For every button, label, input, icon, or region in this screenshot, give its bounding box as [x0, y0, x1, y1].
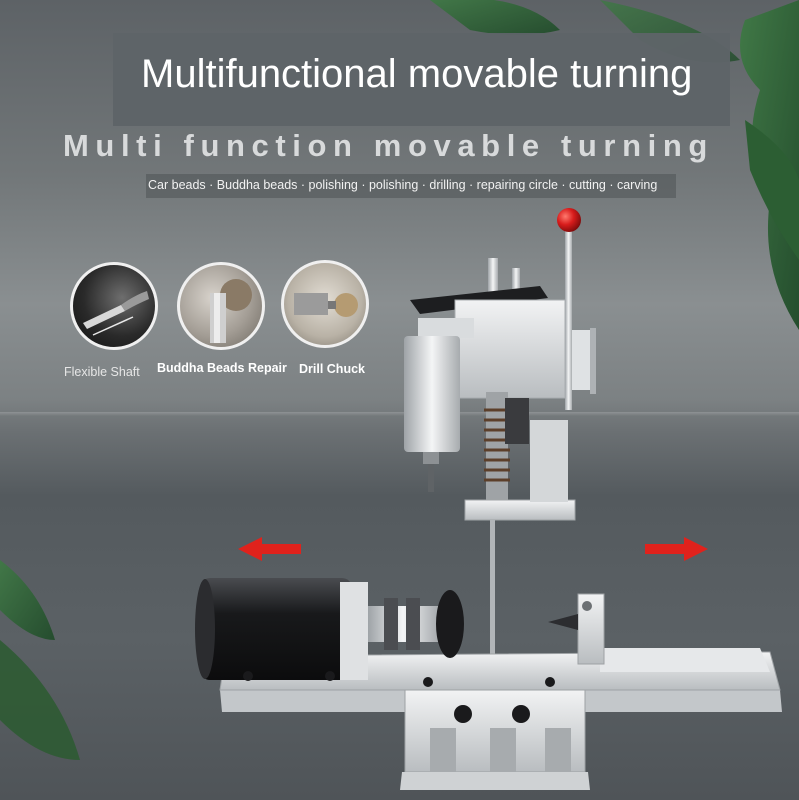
flexible-shaft-icon [83, 291, 149, 336]
drill-chuck [505, 398, 529, 444]
feature-label: Drill Chuck [299, 362, 365, 376]
spindle-post [488, 258, 498, 308]
page-subtitle: Multi function movable turning [63, 128, 714, 163]
drill-motor [404, 336, 460, 452]
faceplate [436, 590, 464, 658]
bit-rod [490, 520, 495, 690]
drill-chuck-photo [281, 260, 369, 348]
lathe-motor [200, 578, 352, 680]
bead-icon [210, 279, 252, 343]
arrow-right-icon [645, 537, 708, 561]
feature-label: Buddha Beads Repair [157, 361, 287, 375]
lever-knob [557, 208, 581, 232]
feed-lever [565, 225, 572, 410]
page-title: Multifunctional movable turning [141, 52, 693, 96]
title-banner [113, 33, 730, 126]
tagline-background [146, 174, 676, 198]
feature-tagline: Car beads · Buddha beads · polishing · p… [148, 178, 658, 192]
flexible-shaft-photo [70, 262, 158, 350]
floor-horizon [0, 412, 799, 416]
bead-repair-photo [177, 262, 265, 350]
arrow-left-icon [238, 537, 301, 561]
feature-label: Flexible Shaft [64, 365, 140, 379]
drill-chuck-icon [294, 293, 358, 317]
